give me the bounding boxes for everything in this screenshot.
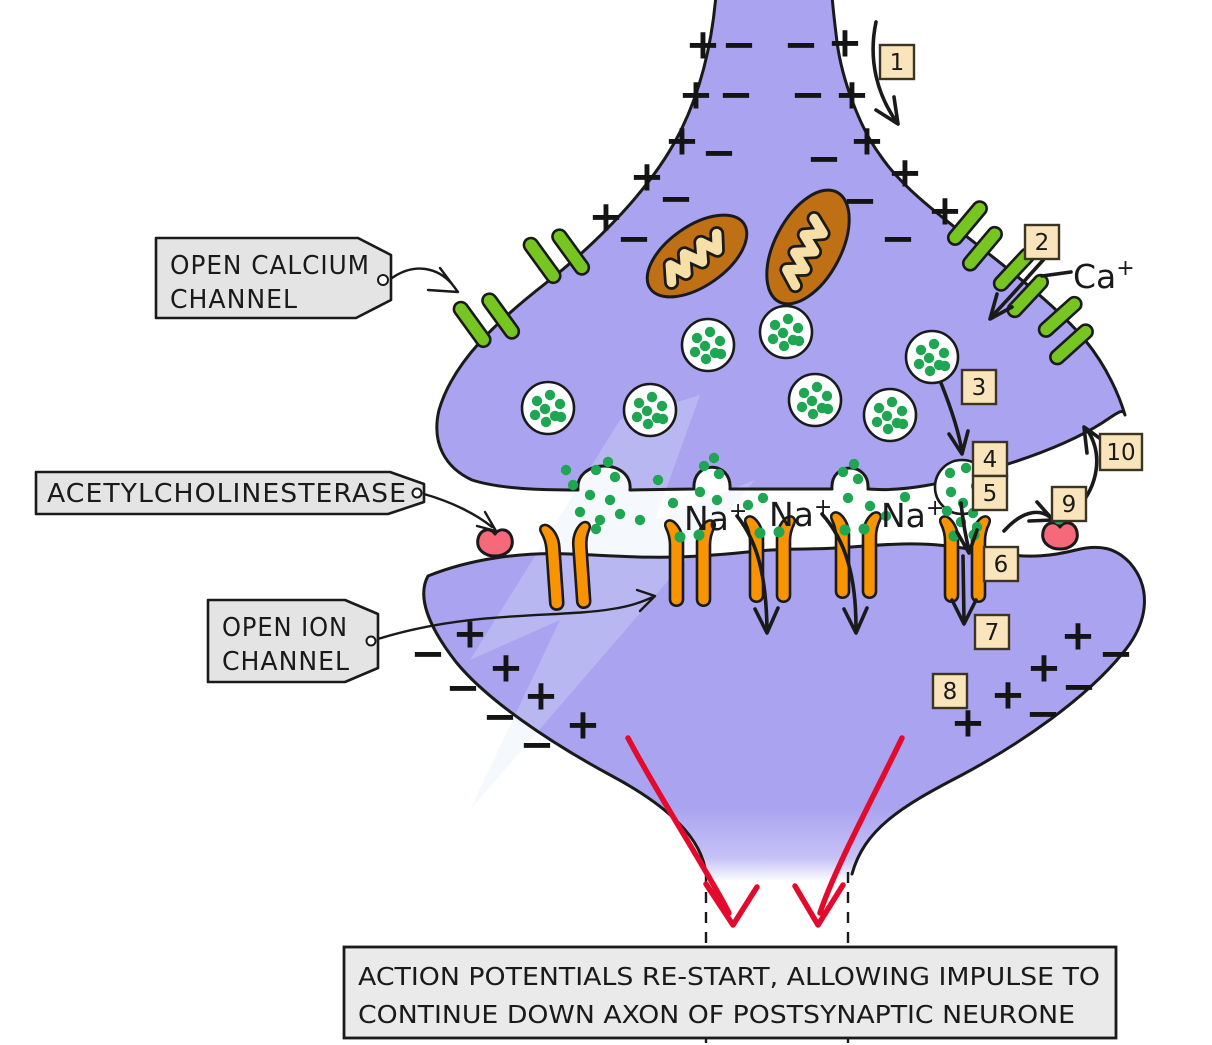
plus-charge-icon: + [887,148,922,197]
plus-charge-icon: + [664,116,699,165]
caption-line-2: CONTINUE DOWN AXON OF POSTSYNAPTIC NEURO… [358,1000,1075,1029]
minus-charge-icon: − [721,20,756,69]
svg-text:1: 1 [890,50,905,76]
step-badge-10: 10 [1098,432,1144,472]
minus-charge-icon: − [1098,629,1133,678]
label-leader-arrow [422,492,498,533]
caption-line-1: ACTION POTENTIALS RE-START, ALLOWING IMP… [358,962,1100,991]
step-badge-7: 7 [973,613,1011,651]
svg-text:4: 4 [983,447,998,473]
minus-charge-icon: − [790,70,825,119]
vesicle-move-arrow [939,381,970,456]
minus-charge-icon: − [1061,662,1096,711]
postsynaptic-neuron [423,543,1145,880]
plus-charge-icon: + [927,186,962,235]
sodium-ion-label: Na+ [769,495,832,534]
sodium-entry-arrow [820,512,869,635]
plus-charge-icon: + [629,152,664,201]
sodium-entry-arrow [950,554,978,626]
plus-charge-icon: + [685,20,720,69]
label-text: CHANNEL [222,647,350,677]
caption-box [342,945,1118,1040]
label-leader-arrow [376,588,657,641]
sodium-entry-arrow [735,514,780,635]
membrane-charges: ++++++++++−−−−−−−−−−++++−−−−++++−−− [410,18,1133,769]
svg-text:9: 9 [1062,492,1077,518]
mitochondrion [645,213,749,299]
neurotransmitter-dots [560,452,1065,543]
label-text: OPEN CALCIUM [170,251,370,281]
step-badge-6: 6 [982,545,1020,583]
sodium-ion-label: Na+ [684,499,747,538]
plus-charge-icon: + [849,116,884,165]
svg-text:7: 7 [985,620,1000,646]
open-ion-channel-label: OPEN ION CHANNEL [206,588,657,684]
label-text: ACETYLCHOLINESTERASE [47,479,407,509]
svg-text:6: 6 [994,552,1009,578]
step1-impulse-arrow [871,20,900,126]
step-badge-2: 2 [1023,223,1061,261]
acetylcholinesterase-enzyme [1041,521,1079,551]
step-badge-9: 9 [1050,485,1088,523]
step-badge-5: 5 [971,474,1009,512]
acetylcholinesterase-enzyme [476,528,514,558]
plus-charge-icon: + [565,700,600,749]
minus-charge-icon: − [658,174,693,223]
step-badges: 1 2 3 4 5 6 7 8 9 10 [878,43,1144,710]
watermark-shape [470,395,755,810]
svg-text:3: 3 [972,375,987,401]
sodium-ion-label: Na+ [881,496,944,535]
plus-charge-icon: + [488,643,523,692]
svg-text:2: 2 [1035,230,1050,256]
step-badge-8: 8 [931,672,969,710]
minus-charge-icon: − [445,663,480,712]
minus-charge-icon: − [783,20,818,69]
minus-charge-icon: − [1025,689,1060,738]
exocytosis-arrow [955,501,979,555]
plus-charge-icon: + [678,70,713,119]
process-arrows [735,20,1107,635]
minus-charge-icon: − [410,629,445,678]
minus-charge-icon: − [880,214,915,263]
mitochondrion [765,188,851,306]
calcium-ion-label: Ca+ [1073,256,1135,296]
plus-charge-icon: + [452,609,487,658]
svg-text:10: 10 [1106,440,1135,466]
step-badge-3: 3 [960,368,998,406]
calcium-tick-line [1040,270,1073,278]
plus-charge-icon: + [827,18,862,67]
minus-charge-icon: − [806,134,841,183]
plus-charge-icon: + [950,698,985,747]
minus-charge-icon: − [718,70,753,119]
step-badge-4: 4 [971,440,1009,478]
depolarisation-arrows [625,735,905,928]
plus-charge-icon: + [834,70,869,119]
minus-charge-icon: − [482,692,517,741]
svg-text:8: 8 [943,679,958,705]
minus-charge-icon: − [842,176,877,225]
minus-charge-icon: − [616,214,651,263]
label-text: CHANNEL [170,285,298,315]
minus-charge-icon: − [519,720,554,769]
acetylcholinesterase-label: ACETYLCHOLINESTERASE [34,470,498,533]
svg-text:5: 5 [983,481,998,507]
label-leader-arrow [390,266,460,294]
minus-charge-icon: − [701,128,736,177]
plus-charge-icon: + [1060,611,1095,660]
step-badge-1: 1 [878,43,916,81]
calcium-entry-arrow [988,256,1047,321]
plus-charge-icon: + [523,671,558,720]
label-text: OPEN ION [222,613,348,643]
open-calcium-channel-label: OPEN CALCIUM CHANNEL [154,236,460,320]
plus-charge-icon: + [990,670,1025,719]
plus-charge-icon: + [588,192,623,241]
plus-charge-icon: + [1026,643,1061,692]
